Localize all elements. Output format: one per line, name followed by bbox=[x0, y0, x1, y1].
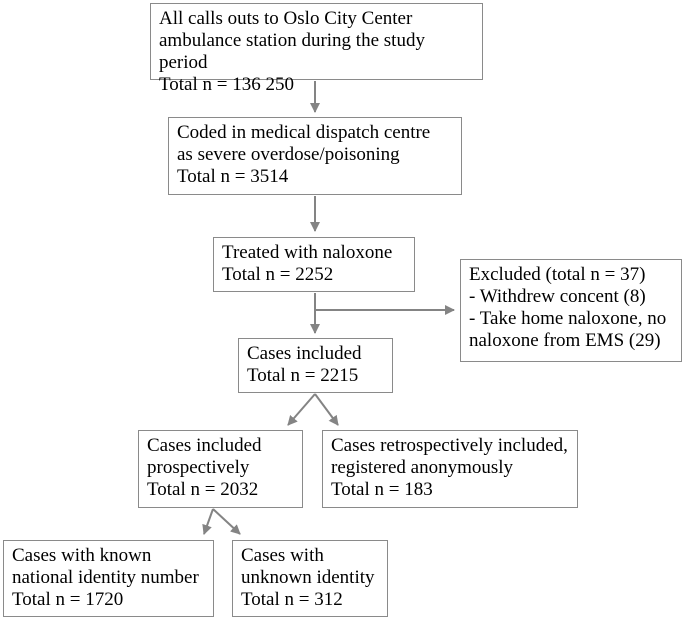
arrow-prospective-to-known bbox=[202, 508, 214, 535]
box-dispatch-coded: Coded in medical dispatch centre as seve… bbox=[168, 117, 462, 195]
box-excluded: Excluded (total n = 37) - Withdrew conce… bbox=[460, 259, 682, 362]
box-known-identity: Cases with known national identity numbe… bbox=[3, 540, 214, 617]
box-treated-naloxone: Treated with naloxone Total n = 2252 bbox=[213, 237, 415, 292]
box-cases-included: Cases included Total n = 2215 bbox=[238, 338, 393, 393]
box-included-prospectively: Cases included prospectively Total n = 2… bbox=[138, 430, 303, 508]
box-included-retrospectively: Cases retrospectively included, register… bbox=[322, 430, 578, 508]
arrow-prospective-to-unknown bbox=[212, 508, 241, 535]
arrow-included-to-prospective bbox=[287, 393, 316, 426]
box-unknown-identity: Cases with unknown identity Total n = 31… bbox=[232, 540, 388, 617]
box-all-calls: All calls outs to Oslo City Center ambul… bbox=[150, 3, 483, 95]
arrow-included-to-retrospective bbox=[314, 393, 339, 426]
